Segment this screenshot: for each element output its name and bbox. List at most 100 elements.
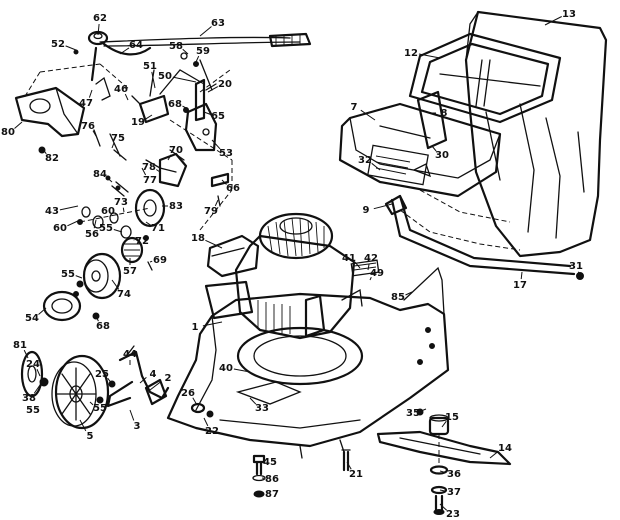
part-label-p53: 53 bbox=[219, 148, 233, 159]
part-label-p35: 35 bbox=[406, 408, 420, 419]
leader-line-p81 bbox=[23, 349, 29, 359]
leader-line-p36 bbox=[439, 470, 447, 474]
leader-line-p9 bbox=[373, 203, 393, 210]
engine bbox=[204, 212, 380, 340]
part-label-p68a: 68 bbox=[168, 99, 182, 110]
part-label-p72: 72 bbox=[135, 236, 149, 247]
part-label-p36: 36 bbox=[447, 469, 461, 480]
part-label-p47: 47 bbox=[79, 98, 93, 109]
part-label-p17: 17 bbox=[513, 280, 527, 291]
leader-line-p51 bbox=[151, 71, 156, 89]
leader-line-p46 bbox=[124, 93, 129, 101]
mower-deck bbox=[166, 266, 450, 459]
leader-line-p47 bbox=[88, 89, 93, 98]
part-label-p75: 75 bbox=[111, 133, 125, 144]
part-label-p81: 81 bbox=[13, 340, 27, 351]
leader-line-p4 bbox=[139, 377, 147, 384]
leader-line-p82 bbox=[41, 147, 47, 155]
part-label-p87: 87 bbox=[265, 489, 279, 500]
part-label-p45: 45 bbox=[263, 457, 277, 468]
catcher-frame bbox=[408, 32, 562, 124]
part-label-p66: 66 bbox=[226, 183, 240, 194]
rear-deflector bbox=[338, 90, 502, 198]
assembly-lines bbox=[23, 63, 233, 231]
leader-line-p59 bbox=[195, 55, 200, 63]
part-label-p7: 7 bbox=[351, 102, 358, 113]
part-label-p5: 5 bbox=[87, 431, 94, 442]
part-label-p77: 77 bbox=[143, 175, 157, 186]
part-label-p42: 42 bbox=[364, 253, 378, 264]
callout-leaders bbox=[14, 16, 581, 511]
part-label-p73: 73 bbox=[114, 197, 128, 208]
leader-line-p35 bbox=[420, 408, 427, 412]
rear-guard bbox=[14, 86, 86, 154]
leader-line-p55b bbox=[75, 275, 83, 279]
part-label-p55d: 55 bbox=[26, 405, 40, 416]
part-label-p76: 76 bbox=[81, 121, 95, 132]
leader-line-p49 bbox=[369, 276, 372, 281]
leader-line-p31 bbox=[578, 271, 581, 279]
leader-line-p79 bbox=[214, 199, 219, 207]
part-label-p80: 80 bbox=[1, 127, 15, 138]
leader-line-p30 bbox=[431, 145, 437, 152]
leader-line-p69 bbox=[149, 260, 153, 263]
leader-line-p23 bbox=[439, 503, 448, 511]
part-label-p78: 78 bbox=[142, 162, 156, 173]
part-label-p59: 59 bbox=[196, 46, 210, 57]
leader-line-p80 bbox=[14, 121, 23, 129]
leader-line-p22 bbox=[203, 417, 209, 427]
part-label-p50: 50 bbox=[158, 71, 172, 82]
leader-line-p65 bbox=[203, 111, 211, 115]
part-label-p44: 44 bbox=[123, 349, 137, 360]
part-label-p14: 14 bbox=[498, 443, 512, 454]
leader-line-p85 bbox=[405, 291, 413, 296]
part-label-p26: 26 bbox=[181, 388, 195, 399]
leader-line-p73 bbox=[122, 207, 125, 213]
leader-line-p43 bbox=[59, 205, 79, 211]
leader-line-p38 bbox=[33, 384, 41, 394]
leader-line-p21 bbox=[346, 461, 352, 470]
leader-line-p50 bbox=[172, 76, 197, 83]
part-label-p43: 43 bbox=[45, 206, 59, 217]
part-label-p32: 32 bbox=[358, 155, 372, 166]
part-label-p9: 9 bbox=[363, 205, 370, 216]
leader-line-p5 bbox=[79, 419, 87, 432]
callout-labels: 1234578912131415171819202122232425263031… bbox=[1, 9, 583, 520]
part-label-p51: 51 bbox=[143, 61, 157, 72]
part-label-p57: 57 bbox=[123, 266, 137, 277]
part-label-p49: 49 bbox=[370, 268, 384, 279]
part-label-p68b: 68 bbox=[96, 321, 110, 332]
part-label-p18: 18 bbox=[191, 233, 205, 244]
part-label-p15: 15 bbox=[445, 412, 459, 423]
leader-line-p71 bbox=[145, 221, 152, 226]
leader-line-p77 bbox=[141, 167, 147, 176]
part-label-p58: 58 bbox=[169, 41, 183, 52]
part-label-p52: 52 bbox=[51, 39, 65, 50]
leader-line-p53 bbox=[211, 139, 221, 150]
leader-line-p63 bbox=[199, 26, 212, 37]
part-label-p41: 41 bbox=[342, 253, 356, 264]
leader-line-p76 bbox=[92, 130, 97, 137]
part-label-p25: 25 bbox=[95, 369, 109, 380]
throttle-control bbox=[93, 52, 217, 161]
leader-line-p58 bbox=[182, 48, 189, 55]
leader-line-p62 bbox=[97, 23, 100, 36]
rear-pivot bbox=[190, 402, 214, 418]
part-label-p4: 4 bbox=[150, 369, 157, 380]
part-label-p3: 3 bbox=[134, 421, 141, 432]
leader-line-p55a bbox=[113, 229, 123, 233]
drive-assembly bbox=[77, 181, 166, 271]
leader-line-p68a bbox=[182, 105, 187, 109]
leader-line-p40 bbox=[233, 368, 251, 373]
leader-line-p24 bbox=[36, 368, 41, 377]
grass-catcher-bag bbox=[464, 10, 608, 258]
part-label-p8: 8 bbox=[441, 108, 448, 119]
part-label-p2: 2 bbox=[165, 373, 172, 384]
part-label-p13: 13 bbox=[562, 9, 576, 20]
part-label-p54: 54 bbox=[25, 313, 39, 324]
leader-line-p68b bbox=[95, 315, 99, 322]
part-label-p23: 23 bbox=[446, 509, 460, 520]
part-label-p24: 24 bbox=[26, 359, 40, 370]
leader-line-p78 bbox=[156, 169, 161, 173]
